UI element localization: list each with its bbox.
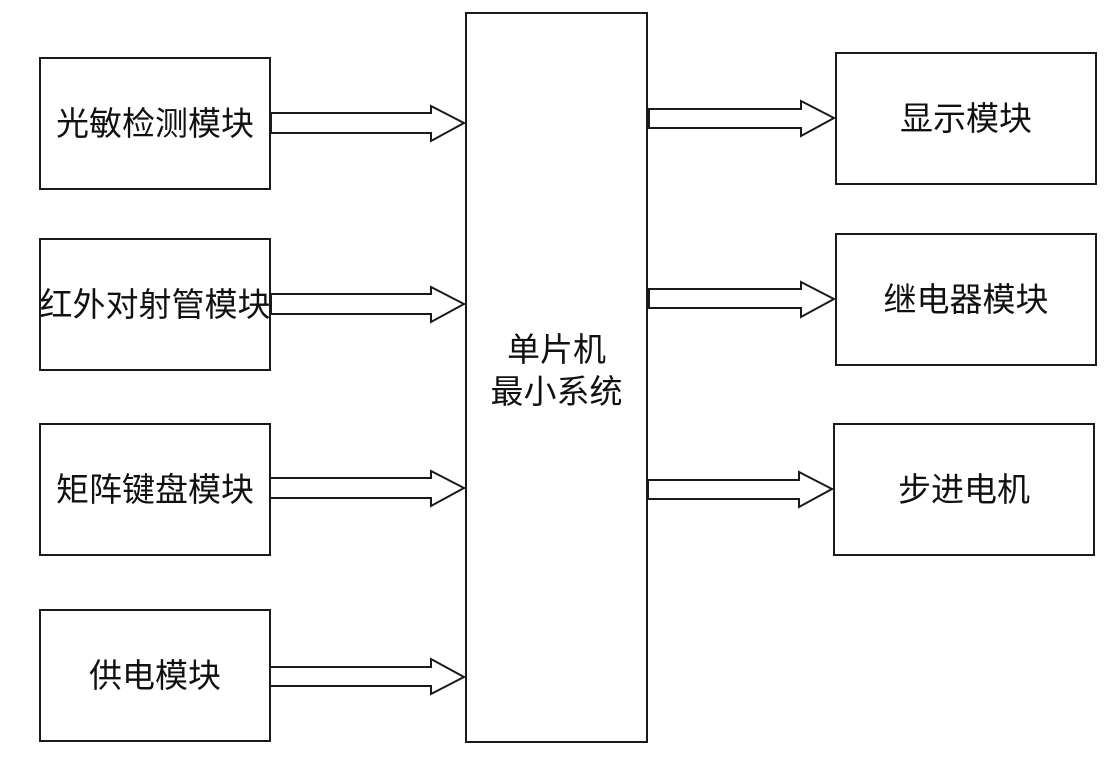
arrow-keypad-to-mcu xyxy=(269,469,467,508)
arrow-infrared-to-mcu xyxy=(270,285,467,324)
output-module-display: 显示模块 xyxy=(835,52,1097,185)
output-module-label: 继电器模块 xyxy=(883,279,1049,319)
input-module-label: 红外对射管模块 xyxy=(39,284,271,324)
input-module-infrared: 红外对射管模块 xyxy=(39,238,271,371)
input-module-label: 供电模块 xyxy=(89,655,221,695)
arrow-light-sensor-to-mcu xyxy=(270,104,467,143)
arrow-mcu-to-relay xyxy=(648,280,837,319)
output-module-relay: 继电器模块 xyxy=(835,233,1097,366)
arrow-mcu-to-display xyxy=(648,99,837,138)
mcu-label-line2: 最小系统 xyxy=(490,371,623,411)
output-module-label: 步进电机 xyxy=(898,469,1030,509)
input-module-label: 光敏检测模块 xyxy=(56,103,254,143)
mcu-label: 单片机 最小系统 xyxy=(491,329,623,412)
input-module-label: 矩阵键盘模块 xyxy=(56,469,254,509)
input-module-power: 供电模块 xyxy=(39,609,271,742)
input-module-light-sensor: 光敏检测模块 xyxy=(39,57,271,190)
input-module-keypad: 矩阵键盘模块 xyxy=(39,423,271,556)
mcu-minimum-system: 单片机 最小系统 xyxy=(465,12,648,743)
output-module-stepper-motor: 步进电机 xyxy=(833,423,1095,556)
output-module-label: 显示模块 xyxy=(900,98,1032,138)
mcu-label-line1: 单片机 xyxy=(507,330,606,370)
arrow-mcu-to-stepper xyxy=(647,470,835,509)
arrow-power-to-mcu xyxy=(269,657,467,696)
